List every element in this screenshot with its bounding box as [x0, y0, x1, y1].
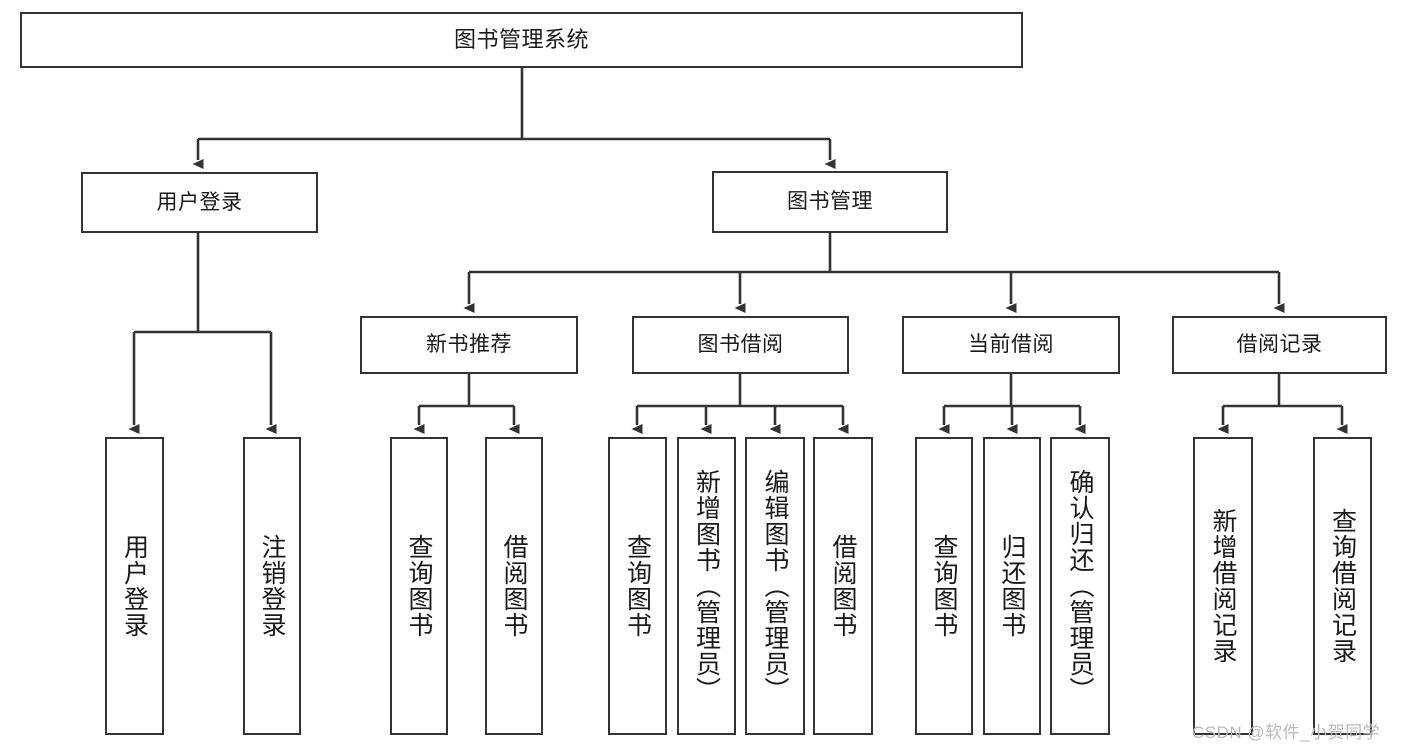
node-book-management[interactable]: 图书管理 [712, 171, 948, 233]
leaf-edit-book-label: 编辑图书（管理员） [761, 469, 789, 703]
leaf-query-record-label: 查询借阅记录 [1328, 508, 1357, 664]
leaf-query-book-2[interactable]: 查询图书 [608, 437, 667, 735]
node-user-login-label: 用户登录 [156, 190, 243, 214]
wire-borrow-record-bus [1223, 374, 1342, 408]
wire-root-bus [198, 68, 830, 141]
node-new-book-recommend-label: 新书推荐 [426, 333, 512, 357]
node-book-management-label: 图书管理 [787, 190, 873, 214]
wire-book-borrow-bus [637, 374, 843, 408]
leaf-query-book-3[interactable]: 查询图书 [915, 437, 973, 735]
leaf-return-book[interactable]: 归还图书 [983, 437, 1041, 735]
wire-new-book-bus [419, 374, 514, 408]
leaf-query-book-3-label: 查询图书 [930, 534, 958, 638]
node-current-borrow-label: 当前借阅 [968, 333, 1054, 357]
leaf-user-login[interactable]: 用户登录 [105, 437, 164, 735]
csdn-watermark: CSDN @软件_小贺同学 [1192, 723, 1381, 742]
leaf-edit-book[interactable]: 编辑图书（管理员） [745, 437, 805, 735]
leaf-query-book-2-label: 查询图书 [623, 534, 652, 638]
leaf-logout-label: 注销登录 [258, 534, 286, 638]
leaf-borrow-book-1[interactable]: 借阅图书 [485, 437, 543, 735]
node-borrow-record[interactable]: 借阅记录 [1172, 316, 1387, 374]
leaf-confirm-return[interactable]: 确认归还（管理员） [1050, 437, 1110, 735]
node-borrow-record-label: 借阅记录 [1236, 333, 1323, 357]
wire-book-manage-bus [469, 233, 1279, 274]
leaf-logout[interactable]: 注销登录 [243, 437, 301, 735]
leaf-query-book-1-label: 查询图书 [405, 534, 433, 638]
leaf-add-record[interactable]: 新增借阅记录 [1193, 437, 1253, 735]
leaf-add-book-label: 新增图书（管理员） [692, 469, 721, 703]
node-book-borrow[interactable]: 图书借阅 [632, 316, 849, 374]
wire-current-borrow-bus [944, 374, 1080, 408]
leaf-add-record-label: 新增借阅记录 [1209, 508, 1237, 664]
leaf-borrow-book-2-label: 借阅图书 [829, 534, 857, 638]
leaf-user-login-label: 用户登录 [120, 534, 149, 638]
node-current-borrow[interactable]: 当前借阅 [902, 316, 1120, 374]
node-book-borrow-label: 图书借阅 [697, 333, 784, 357]
node-new-book-recommend[interactable]: 新书推荐 [360, 316, 578, 374]
node-user-login[interactable]: 用户登录 [81, 172, 318, 233]
leaf-return-book-label: 归还图书 [998, 534, 1026, 638]
leaf-borrow-book-2[interactable]: 借阅图书 [813, 437, 873, 735]
wire-user-login-bus [134, 233, 271, 334]
node-root-label: 图书管理系统 [453, 26, 589, 52]
node-root-system[interactable]: 图书管理系统 [20, 12, 1023, 68]
leaf-confirm-return-label: 确认归还（管理员） [1066, 469, 1094, 703]
leaf-borrow-book-1-label: 借阅图书 [500, 534, 528, 638]
leaf-query-book-1[interactable]: 查询图书 [390, 437, 448, 735]
leaf-query-record[interactable]: 查询借阅记录 [1313, 437, 1372, 735]
leaf-add-book[interactable]: 新增图书（管理员） [677, 437, 736, 735]
